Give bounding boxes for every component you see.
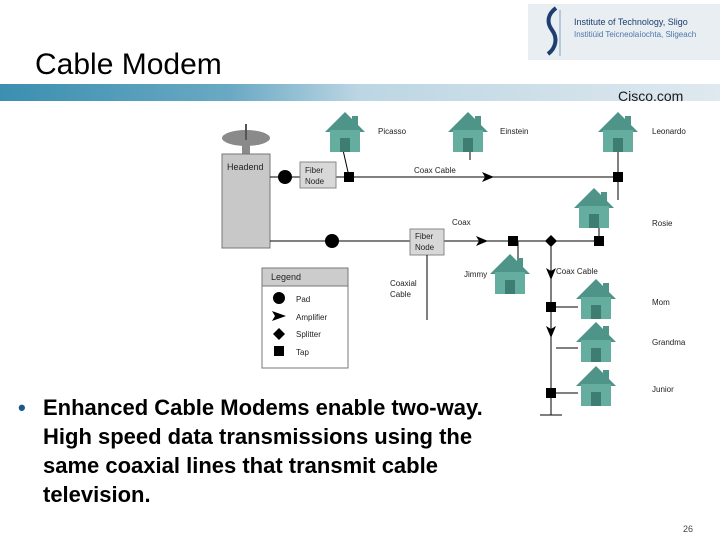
cisco-brand: Cisco.com: [618, 88, 683, 104]
home-label-jimmy: Jimmy: [464, 270, 487, 279]
amplifier-marker: [546, 326, 556, 338]
fiber-node-label-2: Fiber Node: [415, 232, 435, 252]
house-icon: [576, 366, 616, 406]
house-icon: [576, 322, 616, 362]
fiber-node-word-1: Fiber: [305, 166, 324, 175]
tap-marker: [508, 236, 518, 246]
fiber-node-2-word-1: Fiber: [415, 232, 434, 241]
amplifier-legend-icon: [272, 311, 286, 321]
page-number: 26: [683, 524, 694, 534]
title-band: [0, 84, 720, 101]
fiber-node-box-2: [409, 228, 445, 256]
coax-cable-label: Coax Cable: [414, 166, 456, 175]
amplifier-marker: [476, 236, 488, 246]
bullet-text: Enhanced Cable Modems enable two-way. Hi…: [43, 395, 483, 507]
headend-label: Headend: [227, 162, 264, 172]
house-icon: [574, 188, 614, 228]
logo-text-english: Institute of Technology, Sligo: [574, 17, 688, 27]
pad-marker: [325, 234, 339, 248]
pad-legend-icon: [273, 292, 285, 304]
legend-item-splitter: Splitter: [296, 330, 321, 339]
bullet-dot-icon: •: [18, 395, 26, 420]
legend-title: Legend: [271, 272, 301, 282]
amplifier-marker: [482, 172, 494, 182]
legend-item-amplifier: Amplifier: [296, 313, 327, 322]
splitter-legend-icon: [273, 328, 285, 340]
fiber-node-label: Fiber Node: [305, 166, 325, 186]
coax-cable-label-2: Coax Cable: [556, 267, 598, 276]
coaxial-word-2: Cable: [390, 290, 411, 299]
amplifier-marker: [546, 268, 556, 280]
home-label-mom: Mom: [652, 298, 670, 307]
coax-label: Coax: [452, 218, 471, 227]
headend: Headend: [221, 124, 271, 249]
legend-item-tap: Tap: [296, 348, 309, 357]
tap-marker: [546, 388, 556, 398]
tap-marker: [594, 236, 604, 246]
home-label-leonardo: Leonardo: [652, 127, 686, 136]
pad-marker: [278, 170, 292, 184]
house-icon: [490, 254, 530, 294]
bullet-point: • Enhanced Cable Modems enable two-way. …: [18, 393, 528, 509]
house-icon: [576, 279, 616, 319]
coaxial-cable-label: Coaxial Cable: [390, 279, 419, 299]
fiber-node-word-2: Node: [305, 177, 325, 186]
home-label-junior: Junior: [652, 385, 674, 394]
logo-text-irish: Institiúid Teicneolaíochta, Sligeach: [574, 30, 697, 39]
tap-legend-icon: [274, 346, 284, 356]
house-icon: [448, 112, 488, 152]
fiber-node-box: [299, 161, 337, 189]
legend: Legend Pad Amplifier Splitter Tap: [261, 267, 349, 369]
home-label-einstein: Einstein: [500, 127, 528, 136]
house-icon: [325, 112, 365, 152]
legend-item-pad: Pad: [296, 295, 310, 304]
home-label-rosie: Rosie: [652, 219, 673, 228]
tap-marker: [546, 302, 556, 312]
headend-box: [221, 153, 271, 249]
tap-marker: [344, 172, 354, 182]
home-label-picasso: Picasso: [378, 127, 407, 136]
logo-emblem-icon: [546, 6, 561, 56]
house-icon: [598, 112, 638, 152]
coaxial-word-1: Coaxial: [390, 279, 417, 288]
fiber-node-2-word-2: Node: [415, 243, 435, 252]
institute-logo: Institute of Technology, Sligo Institiúi…: [528, 4, 720, 60]
home-label-grandma: Grandma: [652, 338, 686, 347]
slide-title: Cable Modem: [35, 48, 222, 81]
